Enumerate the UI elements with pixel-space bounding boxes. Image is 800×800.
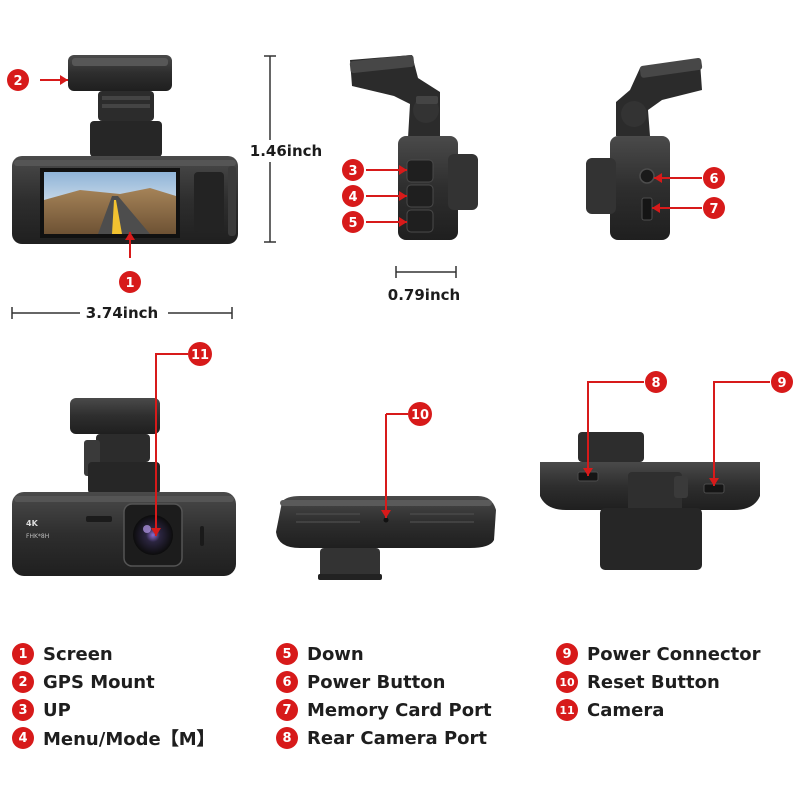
legend-badge: 4: [12, 727, 34, 749]
width-dimension: [11, 307, 233, 319]
legend-label: GPS Mount: [43, 671, 155, 693]
svg-text:8: 8: [651, 376, 660, 391]
legend-badge: 2: [12, 671, 34, 693]
legend-badge: 6: [276, 671, 298, 693]
legend-label: Camera: [587, 699, 665, 721]
legend: 1 Screen 2 GPS Mount 3 UP 4 Menu/Mode【M】…: [0, 640, 800, 780]
badge-7: 7: [703, 197, 725, 219]
badge-10: 10: [408, 402, 432, 426]
dashcam-diagram: 1.46inch 3.74inch 0.79inch: [7, 54, 793, 580]
legend-item-screen: 1 Screen: [12, 640, 215, 668]
legend-item-menu-mode: 4 Menu/Mode【M】: [12, 724, 215, 752]
legend-badge: 1: [12, 643, 34, 665]
badge-5: 5: [342, 211, 364, 233]
bottom-view-ports: [540, 432, 760, 570]
badge-1: 1: [119, 271, 141, 293]
callout-arrowheads: [60, 75, 719, 536]
up-button: [406, 159, 434, 183]
svg-text:7: 7: [709, 202, 718, 217]
badge-2: 2: [7, 69, 29, 91]
badge-4: 4: [342, 185, 364, 207]
top-view-reset: [276, 496, 496, 580]
side-body-2: [610, 136, 670, 240]
legend-badge: 3: [12, 699, 34, 721]
badge-8: 8: [645, 371, 667, 393]
resolution-mark: 4K: [26, 519, 39, 528]
side-view-ports: [586, 57, 703, 240]
legend-label: Power Button: [307, 671, 446, 693]
legend-label: Memory Card Port: [307, 699, 492, 721]
legend-badge: 10: [556, 671, 578, 693]
model-mark: FHK*8H: [26, 533, 49, 540]
depth-label: 0.79inch: [388, 286, 460, 304]
legend-item-power-connector: 9 Power Connector: [556, 640, 760, 668]
svg-text:5: 5: [348, 216, 357, 231]
legend-badge: 8: [276, 727, 298, 749]
legend-item-rear-camera-port: 8 Rear Camera Port: [276, 724, 492, 752]
svg-text:2: 2: [13, 74, 22, 89]
side-view-buttons: [349, 54, 478, 240]
legend-item-down: 5 Down: [276, 640, 492, 668]
svg-text:1: 1: [125, 276, 134, 291]
legend-column-1: 1 Screen 2 GPS Mount 3 UP 4 Menu/Mode【M】: [12, 640, 215, 752]
rear-view-camera: 4K FHK*8H: [12, 398, 236, 576]
legend-item-memory-card-port: 7 Memory Card Port: [276, 696, 492, 724]
legend-item-reset-button: 10 Reset Button: [556, 668, 760, 696]
camera-lens: [133, 515, 173, 555]
reset-button: [383, 517, 389, 523]
legend-label: Rear Camera Port: [307, 727, 488, 749]
legend-label: Menu/Mode【M】: [43, 729, 215, 750]
legend-badge: 7: [276, 699, 298, 721]
badge-3: 3: [342, 159, 364, 181]
svg-text:4: 4: [348, 190, 357, 205]
legend-label: Screen: [43, 643, 113, 665]
legend-item-up: 3 UP: [12, 696, 215, 724]
menu-mode-button: [406, 184, 434, 208]
svg-text:6: 6: [709, 172, 718, 187]
badge-11: 11: [188, 342, 212, 366]
legend-item-power-button: 6 Power Button: [276, 668, 492, 696]
svg-text:10: 10: [411, 408, 429, 423]
legend-item-camera: 11 Camera: [556, 696, 760, 724]
badge-9: 9: [771, 371, 793, 393]
legend-label: Power Connector: [587, 643, 761, 665]
height-label: 1.46inch: [250, 142, 322, 160]
legend-column-3: 9 Power Connector 10 Reset Button 11 Cam…: [556, 640, 760, 724]
legend-badge: 5: [276, 643, 298, 665]
depth-dimension: [395, 266, 457, 278]
legend-badge: 11: [556, 699, 578, 721]
svg-text:11: 11: [191, 348, 209, 363]
down-button: [406, 209, 434, 233]
badge-6: 6: [703, 167, 725, 189]
legend-badge: 9: [556, 643, 578, 665]
legend-label: Down: [307, 643, 364, 665]
width-label: 3.74inch: [86, 304, 158, 322]
screen: [40, 168, 180, 238]
legend-item-gps-mount: 2 GPS Mount: [12, 668, 215, 696]
legend-label: Reset Button: [587, 671, 720, 693]
svg-text:9: 9: [777, 376, 786, 391]
power-button: [639, 168, 655, 184]
front-view: [12, 55, 238, 244]
svg-text:3: 3: [348, 164, 357, 179]
legend-column-2: 5 Down 6 Power Button 7 Memory Card Port…: [276, 640, 492, 752]
memory-card-port: [641, 197, 653, 221]
legend-label: UP: [43, 699, 71, 721]
